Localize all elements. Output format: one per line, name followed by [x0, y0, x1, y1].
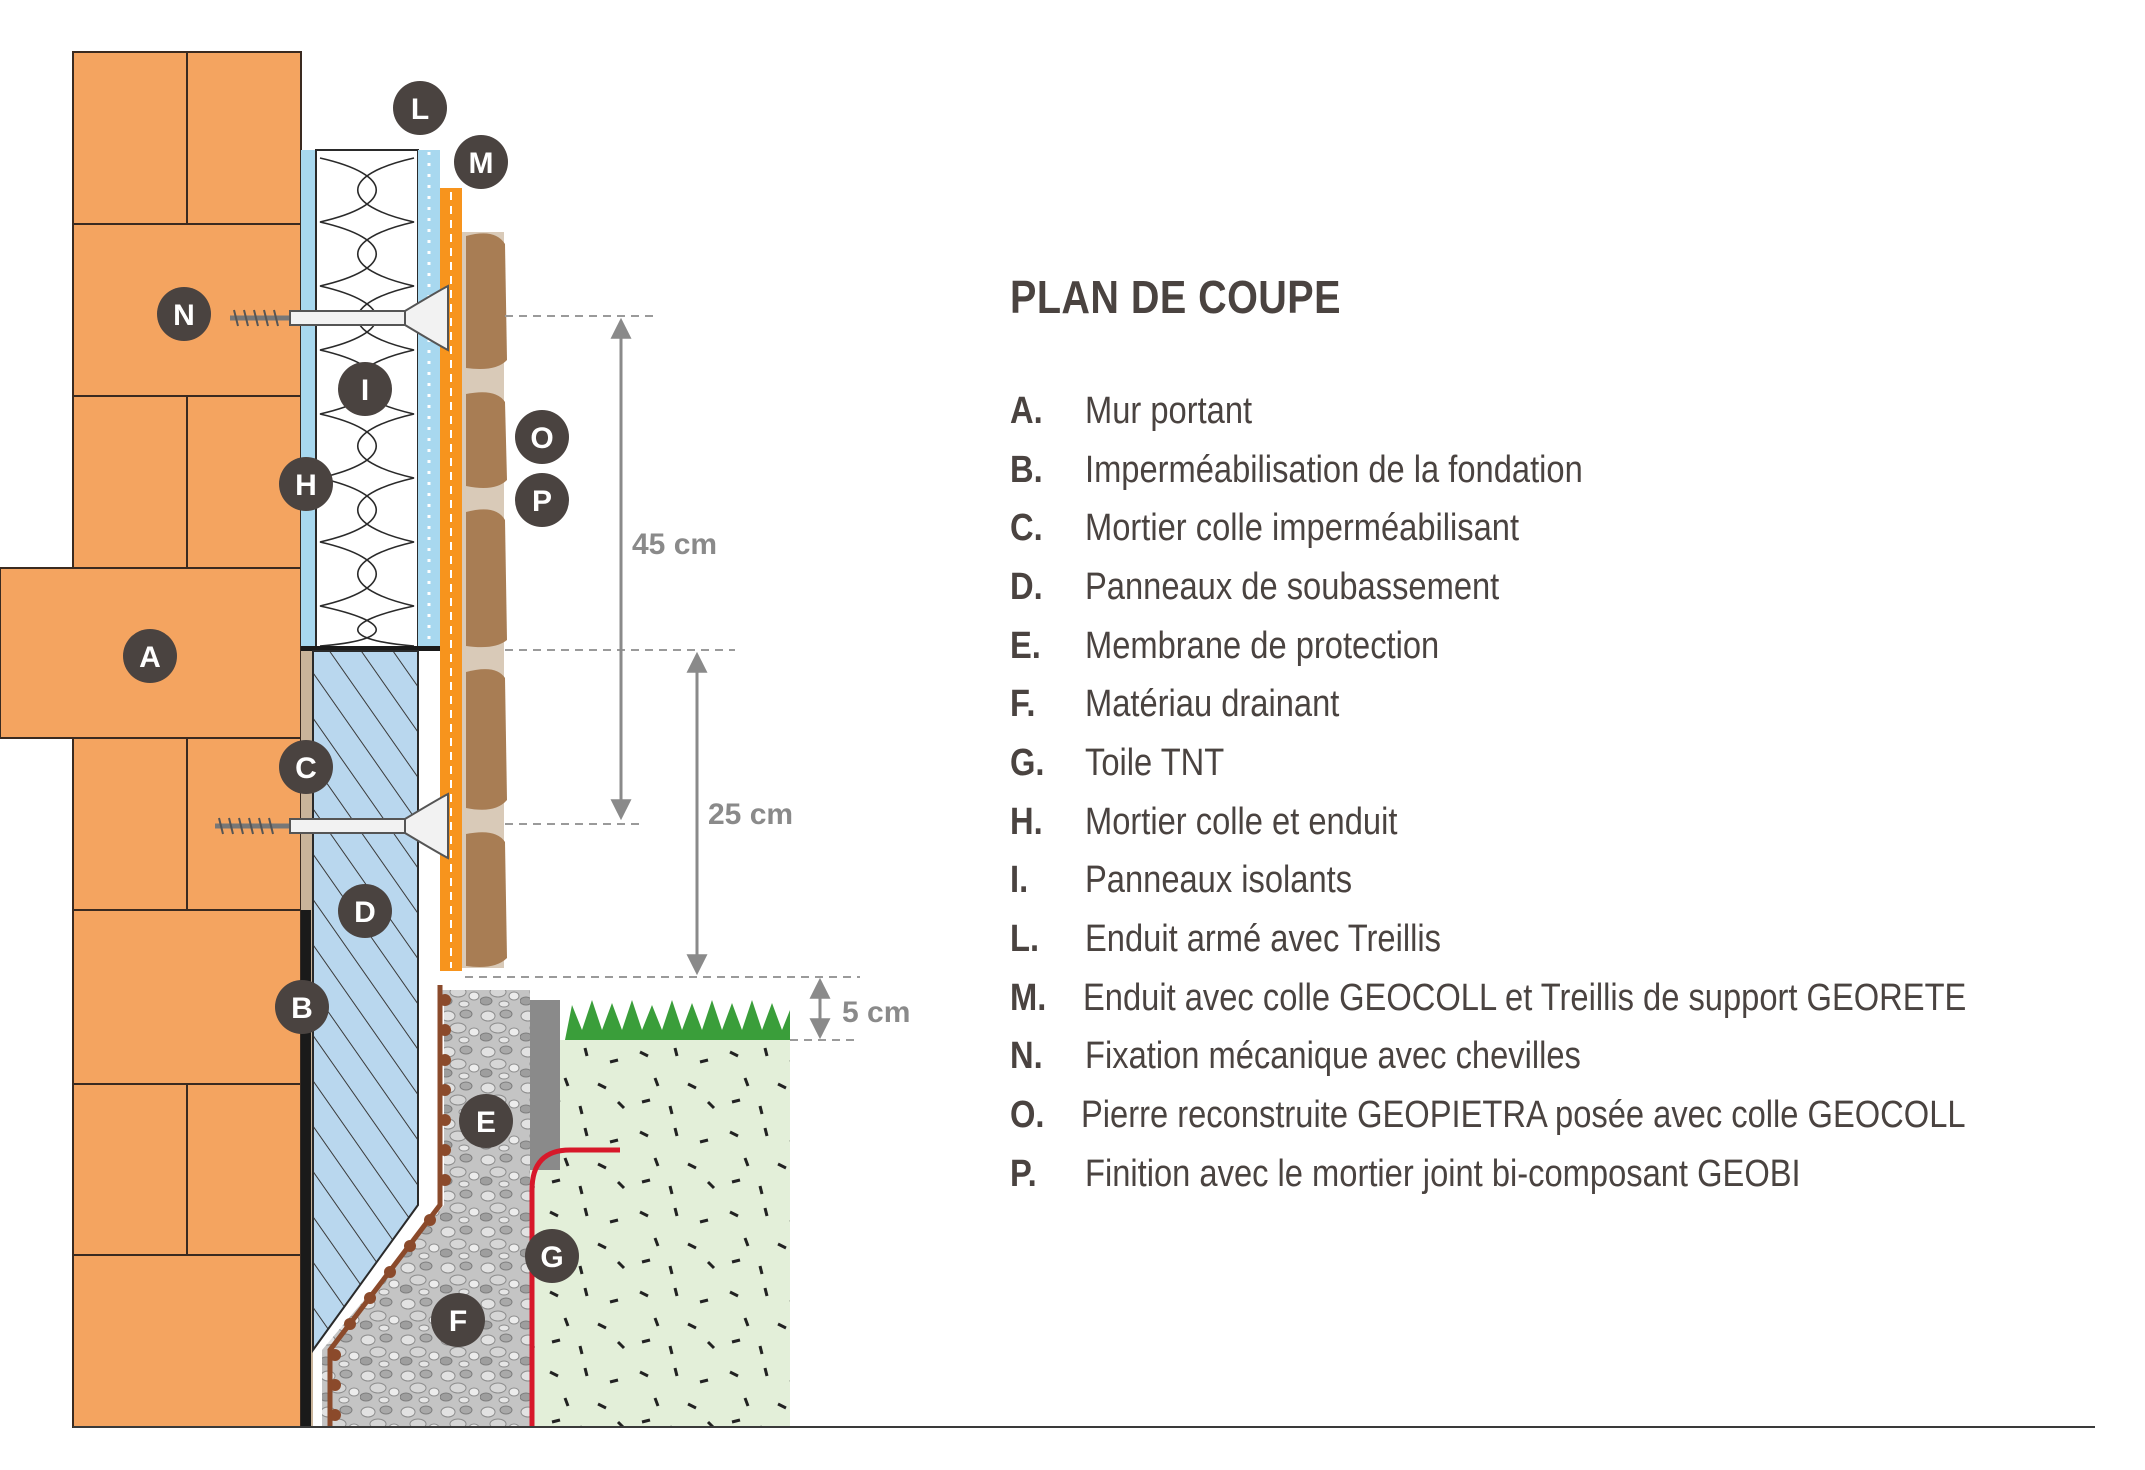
mechanical-fixing-lower [215, 792, 449, 860]
legend-item: N. Fixation mécanique avec chevilles [1010, 1028, 2110, 1087]
svg-text:A: A [139, 641, 161, 674]
legend-text: Pierre reconstruite GEOPIETRA posée avec… [1081, 1094, 1967, 1137]
legend-item: O. Pierre reconstruite GEOPIETRA posée av… [1010, 1086, 2110, 1145]
svg-text:H: H [295, 469, 317, 502]
stone-cladding [462, 232, 507, 968]
badge-L: L [393, 81, 447, 135]
legend-letter: N. [1010, 1035, 1043, 1078]
protection-membrane [327, 985, 451, 1426]
legend-letter: G. [1010, 741, 1045, 784]
legend-item: G. Toile TNT [1010, 734, 2110, 793]
tnt-fabric [529, 1147, 620, 1426]
badge-F: F [431, 1293, 485, 1347]
dimension-label-lower: 25 cm [708, 798, 793, 831]
svg-text:F: F [449, 1305, 467, 1338]
badge-C: C [279, 740, 333, 794]
legend-item: L. Enduit armé avec Treillis [1010, 910, 2110, 969]
legend-letter: H. [1010, 800, 1043, 843]
svg-text:N: N [173, 299, 195, 332]
legend-text: Panneaux de soubassement [1085, 565, 1500, 608]
badge-H: H [279, 457, 333, 511]
legend-letter: P. [1010, 1152, 1037, 1195]
legend-letter: A. [1010, 389, 1043, 432]
legend-letter: D. [1010, 565, 1043, 608]
legend-text: Matériau drainant [1085, 683, 1340, 726]
legend-letter: B. [1010, 448, 1043, 491]
svg-text:E: E [476, 1106, 496, 1139]
legend-text: Mortier colle et enduit [1085, 800, 1398, 843]
legend-text: Finition avec le mortier joint bi-compos… [1085, 1152, 1801, 1195]
legend-item: H. Mortier colle et enduit [1010, 793, 2110, 852]
dimension-label-upper: 45 cm [632, 528, 717, 561]
legend-letter: O. [1010, 1094, 1045, 1137]
soil [530, 1040, 790, 1426]
svg-text:P: P [532, 485, 552, 518]
georete-render-layer [440, 188, 462, 971]
dimension-lines [465, 315, 860, 1041]
legend-text: Toile TNT [1085, 741, 1225, 784]
legend-letter: L. [1010, 918, 1040, 961]
legend-item: C. Mortier colle imperméabilisant [1010, 499, 2110, 558]
badge-A: A [123, 629, 177, 683]
badge-I: I [338, 362, 392, 416]
legend-title: PLAN DE COUPE [1010, 271, 1341, 323]
svg-text:C: C [295, 752, 317, 785]
mortar-render-layer [301, 150, 316, 648]
legend-text: Mortier colle imperméabilisant [1085, 507, 1520, 550]
legend-letter: M. [1010, 976, 1047, 1019]
legend-item: F. Matériau drainant [1010, 675, 2110, 734]
legend-text: Fixation mécanique avec chevilles [1085, 1035, 1581, 1078]
legend-item: P. Finition avec le mortier joint bi-comp… [1010, 1145, 2110, 1204]
legend: PLAN DE COUPE A. Mur portant B. Imperméabi… [1010, 270, 2110, 1204]
legend-letter: E. [1010, 624, 1041, 667]
svg-text:B: B [291, 992, 313, 1025]
reinforced-render-layer [418, 150, 440, 648]
badge-G: G [525, 1229, 579, 1283]
dimension-label-ground: 5 cm [842, 996, 910, 1029]
badge-E: E [459, 1094, 513, 1148]
legend-letter: C. [1010, 507, 1043, 550]
legend-letter: F. [1010, 683, 1036, 726]
svg-text:M: M [469, 147, 494, 180]
badge-N: N [157, 287, 211, 341]
grass [565, 1000, 790, 1040]
badge-B: B [275, 980, 329, 1034]
legend-item: I. Panneaux isolants [1010, 852, 2110, 911]
svg-text:I: I [361, 374, 369, 407]
svg-text:O: O [530, 422, 553, 455]
legend-text: Membrane de protection [1085, 624, 1440, 667]
legend-text: Mur portant [1085, 389, 1253, 432]
legend-item: M. Enduit avec colle GEOCOLL et Treillis … [1010, 969, 2110, 1028]
mechanical-fixing-upper [230, 284, 449, 352]
legend-letter: I. [1010, 859, 1029, 902]
badge-M: M [454, 135, 508, 189]
legend-text: Enduit avec colle GEOCOLL et Treillis de… [1082, 976, 1967, 1019]
legend-item: E. Membrane de protection [1010, 617, 2110, 676]
bearing-wall [0, 51, 302, 1428]
legend-item: B. Imperméabilisation de la fondation [1010, 441, 2110, 500]
svg-text:L: L [411, 93, 429, 126]
svg-text:D: D [354, 896, 376, 929]
badge-O: O [515, 410, 569, 464]
legend-item: A. Mur portant [1010, 382, 2110, 441]
legend-list: A. Mur portant B. Imperméabilisation de la… [1010, 382, 2110, 1204]
badge-P: P [515, 473, 569, 527]
foundation-waterproofing [301, 910, 311, 1427]
legend-text: Panneaux isolants [1085, 859, 1353, 902]
svg-text:G: G [540, 1241, 563, 1274]
legend-text: Enduit armé avec Treillis [1085, 918, 1441, 961]
legend-item: D. Panneaux de soubassement [1010, 558, 2110, 617]
badge-D: D [338, 884, 392, 938]
legend-text: Imperméabilisation de la fondation [1085, 448, 1583, 491]
